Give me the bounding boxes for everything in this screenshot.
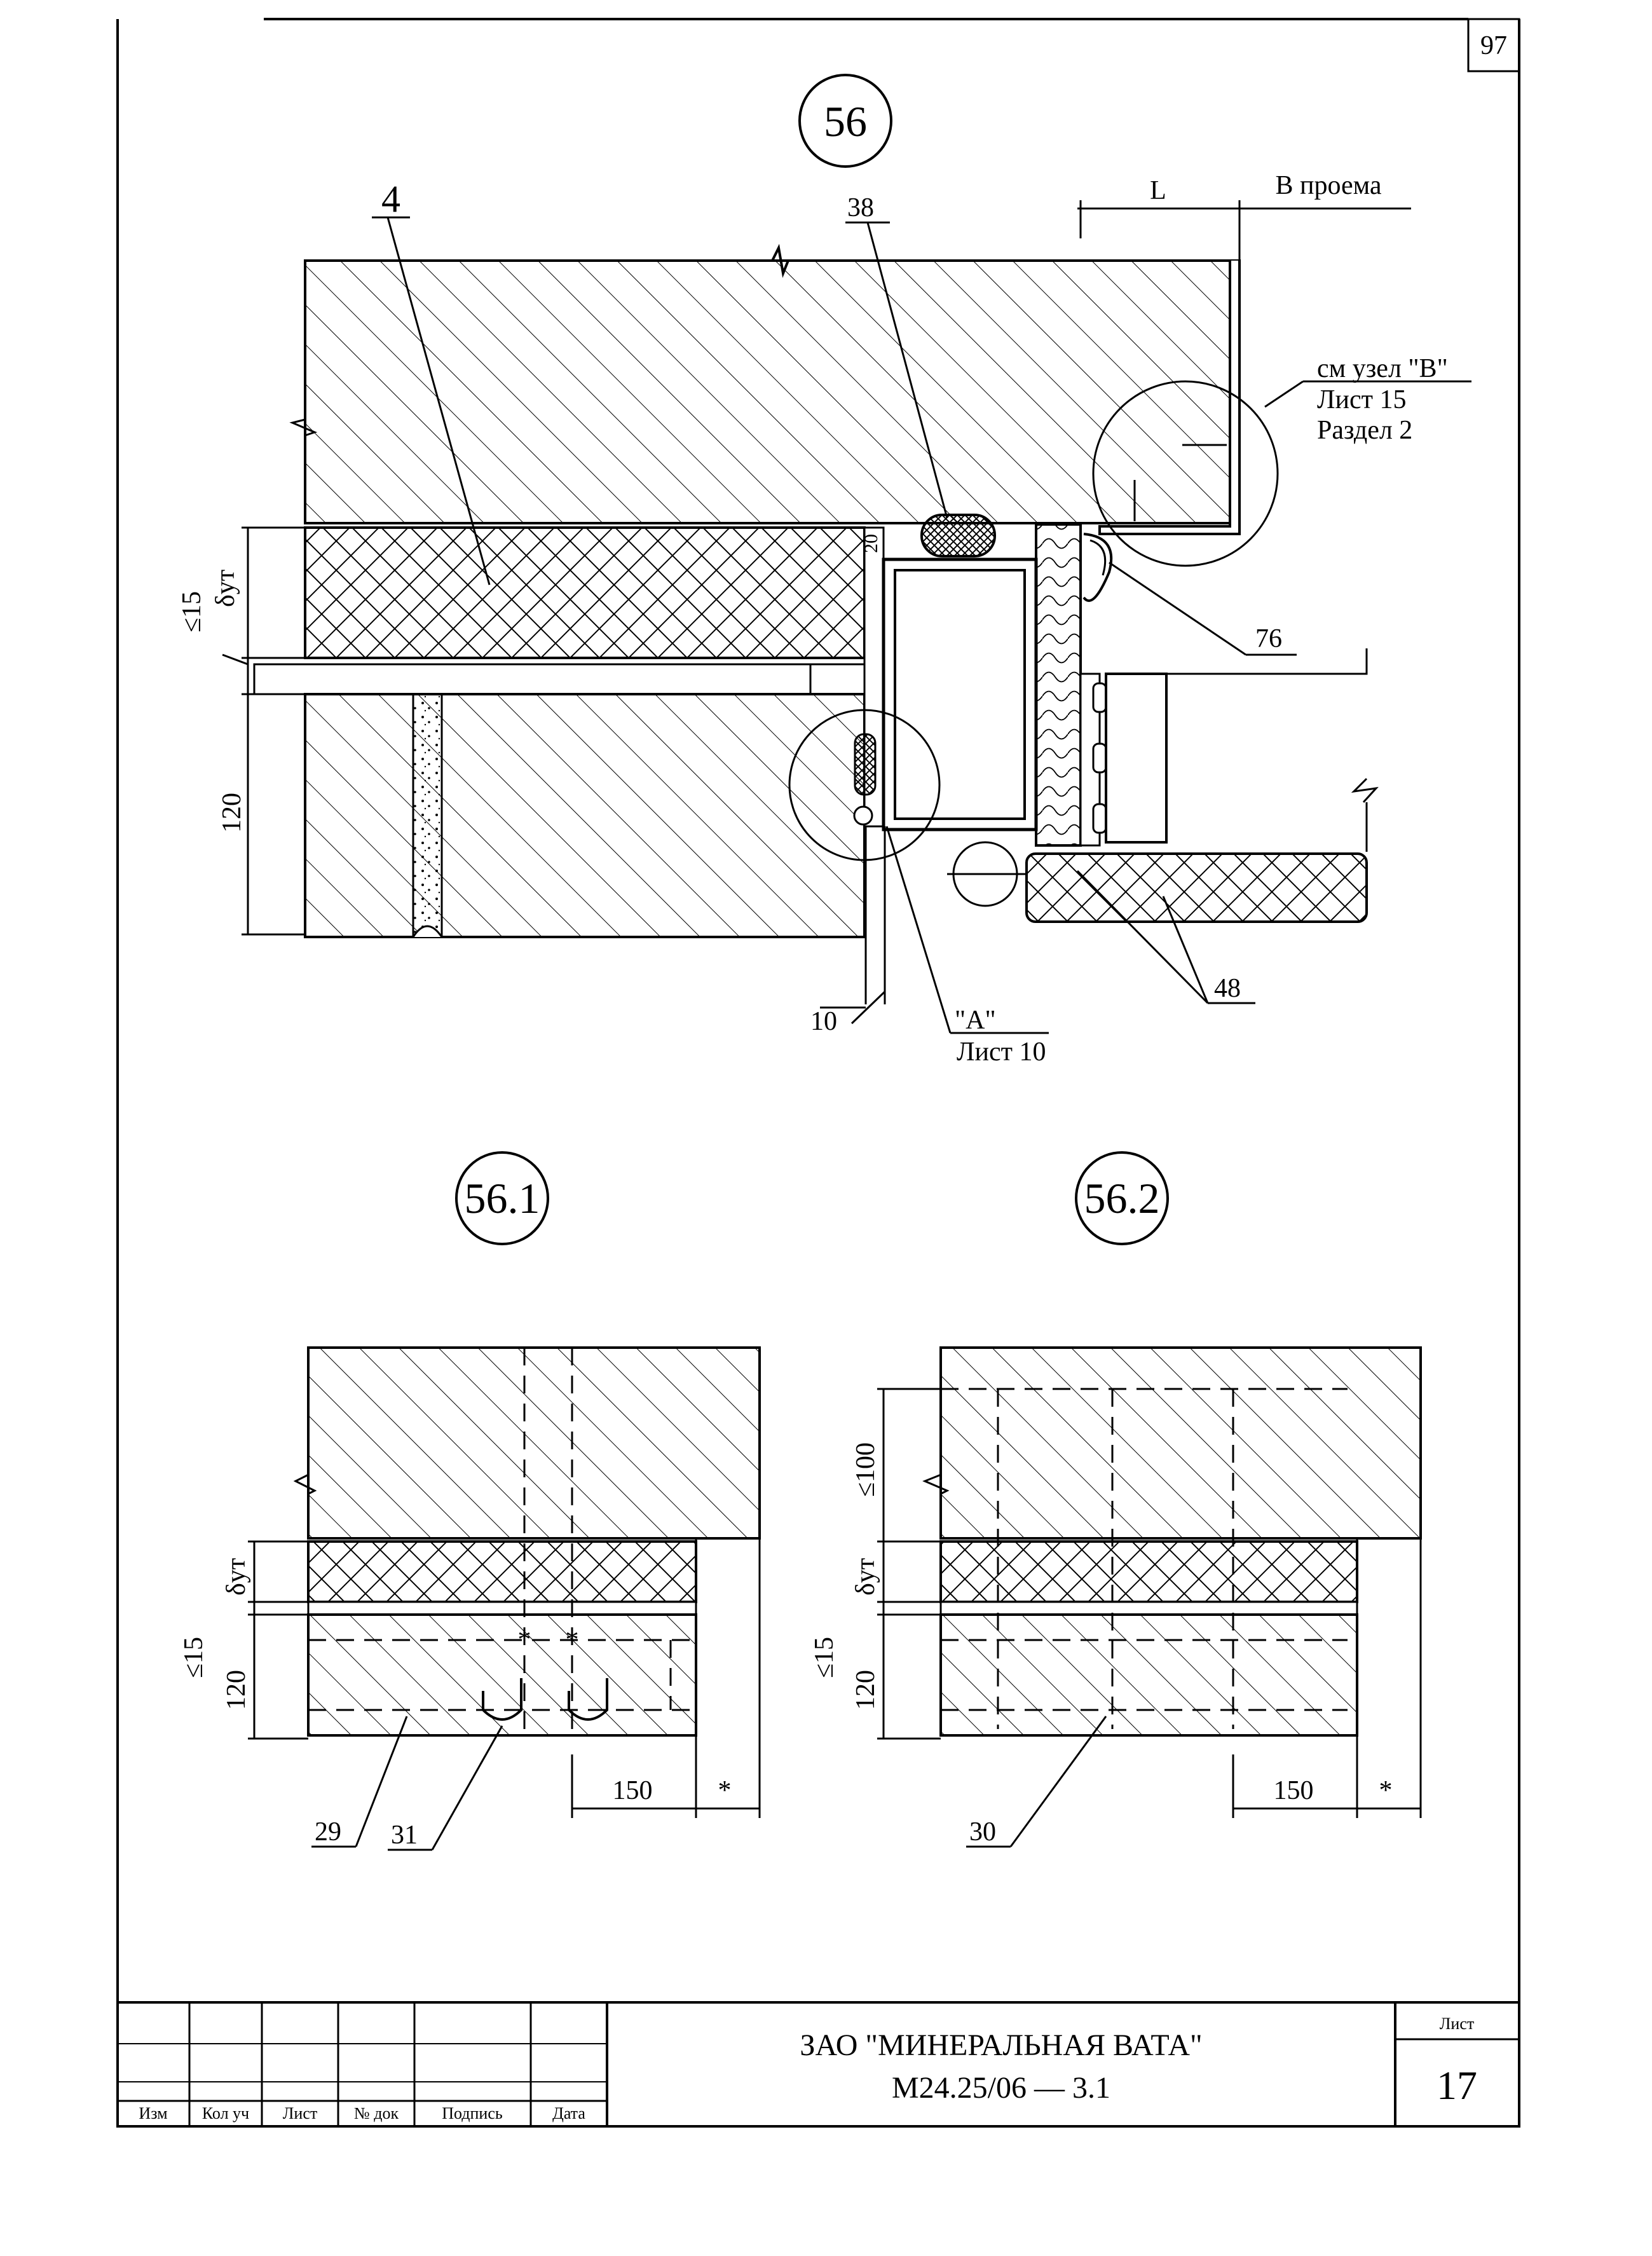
slab-56-1 <box>307 1346 761 1540</box>
col-list: Лист <box>283 2104 317 2123</box>
callout-node-a <box>788 709 941 861</box>
label-48: 48 <box>1076 870 1255 1004</box>
svg-text:56.2: 56.2 <box>1084 1174 1160 1222</box>
dimensions-left: ≤15 δут 120 <box>177 526 305 936</box>
ref-node-a: "А" Лист 10 <box>885 826 1049 1067</box>
detail-marker-56: 56 <box>798 74 892 168</box>
label-4: 4 <box>381 178 400 220</box>
svg-text:*: * <box>518 1625 531 1655</box>
svg-text:150: 150 <box>613 1776 653 1805</box>
svg-text:120: 120 <box>851 1670 880 1710</box>
company-name: ЗАО "МИНЕРАЛЬНАЯ ВАТА" <box>800 2028 1202 2062</box>
insulation-layer <box>304 526 866 659</box>
dim-delta: δут <box>211 570 240 607</box>
svg-text:48: 48 <box>1214 974 1241 1003</box>
seal-38 <box>920 514 996 557</box>
dim-20: 20 <box>861 534 882 553</box>
corner-number: 97 <box>1480 31 1507 60</box>
window-frame-profile <box>863 523 1379 907</box>
slab-56-2 <box>939 1346 1422 1540</box>
svg-text:*: * <box>566 1625 579 1655</box>
lower-wall-56-2 <box>939 1613 1358 1737</box>
insulation-56-2 <box>939 1540 1358 1603</box>
document-code: М24.25/06 — 3.1 <box>892 2071 1110 2105</box>
detail-56-1: 56.1 * * δут ≤15 120 <box>179 1151 761 1851</box>
mortar-joint <box>412 693 443 938</box>
svg-text:≤15: ≤15 <box>179 1637 208 1678</box>
sheet-label: Лист <box>1440 2014 1474 2033</box>
sheet-number: 17 <box>1437 2063 1477 2108</box>
svg-text:см узел "В": см узел "В" <box>1317 354 1448 383</box>
col-data: Дата <box>552 2104 585 2123</box>
lower-wall-56-1 <box>307 1613 697 1737</box>
gap-strip <box>253 663 885 695</box>
svg-text:*: * <box>1379 1776 1393 1805</box>
svg-text:*: * <box>718 1776 732 1805</box>
label-38: 38 <box>847 193 874 222</box>
svg-text:56: 56 <box>824 97 867 146</box>
window-sill <box>1025 852 1368 923</box>
svg-text:150: 150 <box>1274 1776 1314 1805</box>
dimensions-56-1: δут ≤15 120 150 * <box>179 1540 760 1818</box>
dashed-reinforcement-56-2 <box>941 1388 1348 1729</box>
svg-text:Лист 15: Лист 15 <box>1317 385 1406 414</box>
svg-text:120: 120 <box>222 1670 251 1710</box>
detail-56-2: 56.2 ≤100 δут ≤15 120 <box>810 1151 1422 1848</box>
corner-number-box <box>1467 18 1520 72</box>
detail-marker-56-1: 56.1 <box>455 1151 549 1245</box>
detail-56: 56 <box>177 74 1471 1067</box>
detail-marker-56-2: 56.2 <box>1075 1151 1169 1245</box>
label-29: 29 <box>315 1817 341 1847</box>
col-kolvo: Кол уч <box>202 2104 249 2123</box>
dim-10: 10 <box>810 1007 837 1036</box>
svg-text:δут: δут <box>851 1558 880 1596</box>
svg-text:Раздел 2: Раздел 2 <box>1317 416 1412 445</box>
dim-le15: ≤15 <box>177 591 207 632</box>
title-block: Изм Кол уч Лист № док Подпись Дата ЗАО "… <box>116 2001 1520 2128</box>
col-ndok: № док <box>354 2104 399 2123</box>
svg-text:Лист 10: Лист 10 <box>957 1037 1046 1067</box>
svg-text:56.1: 56.1 <box>465 1174 540 1222</box>
lower-facing-wall <box>304 693 866 938</box>
sheet-frame: 97 <box>116 18 1520 2126</box>
label-L: L <box>1150 176 1166 205</box>
dashed-reinforcement-56-1 <box>308 1348 693 1729</box>
col-podpis: Подпись <box>442 2104 503 2123</box>
svg-text:δут: δут <box>222 1558 251 1596</box>
flashing <box>1098 261 1241 535</box>
note-node-v: см узел "В" Лист 15 Раздел 2 <box>1264 354 1471 445</box>
svg-text:≤15: ≤15 <box>810 1637 839 1678</box>
svg-text:"А": "А" <box>955 1006 996 1035</box>
label-opening: В проема <box>1275 171 1381 200</box>
label-31: 31 <box>391 1821 418 1850</box>
callout-node-v <box>1092 380 1279 567</box>
label-30: 30 <box>969 1817 996 1847</box>
insulation-56-1 <box>307 1540 697 1603</box>
svg-text:≤100: ≤100 <box>851 1442 880 1497</box>
dimension-10: 10 <box>810 826 886 1036</box>
dimension-L: L В проема <box>1077 171 1411 261</box>
dimensions-56-2: ≤100 δут ≤15 120 150 * <box>810 1388 1421 1818</box>
col-izm: Изм <box>139 2104 167 2123</box>
seal-lower <box>854 733 877 796</box>
dim-120: 120 <box>217 793 247 833</box>
upper-slab <box>304 259 1241 524</box>
label-76: 76 <box>1255 624 1282 653</box>
